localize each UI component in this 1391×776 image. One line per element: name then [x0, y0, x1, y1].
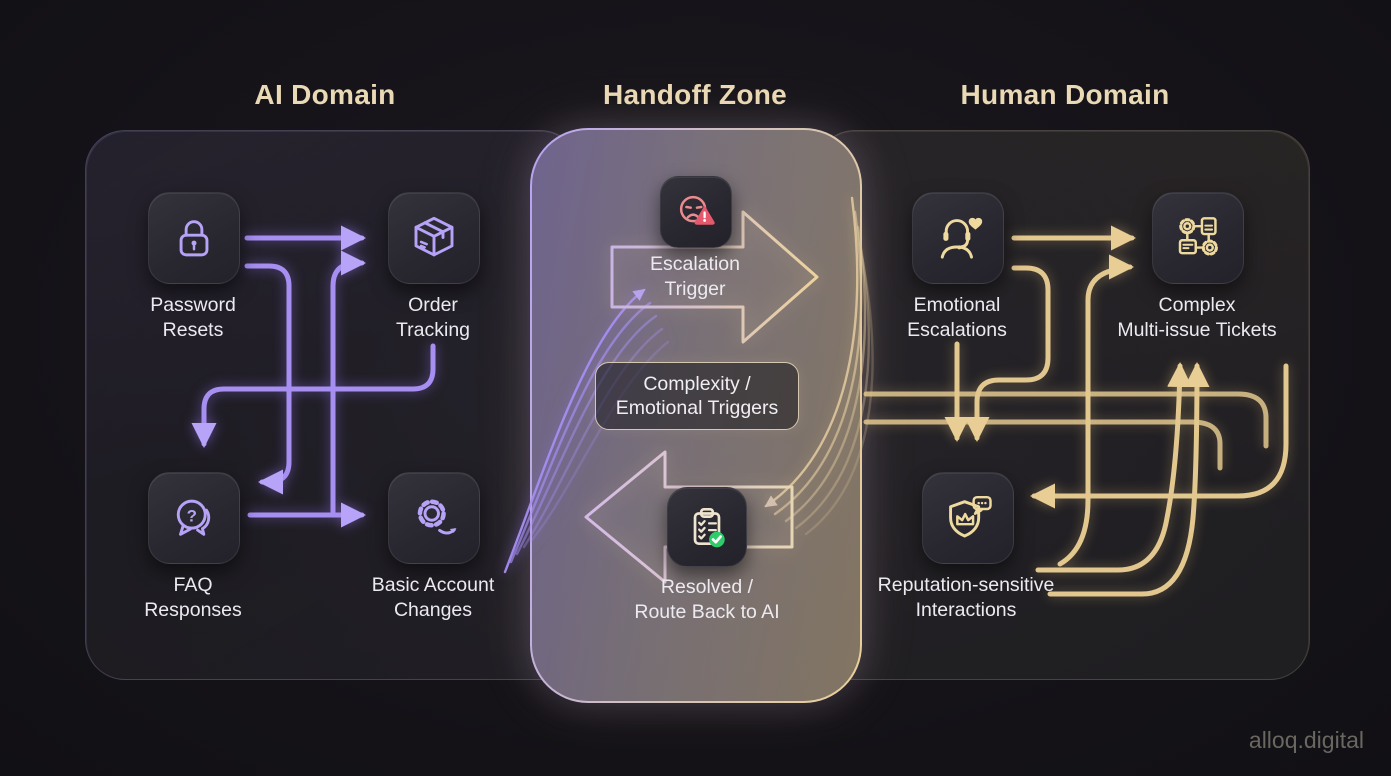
- complex-tickets-label: Complex Multi-issue Tickets: [1117, 294, 1277, 341]
- complexity-triggers-label: Complexity / Emotional Triggers: [615, 372, 779, 420]
- handoff-left-arrow: [584, 450, 794, 584]
- workflow-gears-doc-icon: [1178, 217, 1218, 256]
- resolved-node: [667, 487, 747, 567]
- handoff-escalation-fan: [503, 288, 670, 574]
- order-tracking-node: [388, 192, 480, 284]
- faq-responses-node: ?: [148, 472, 240, 564]
- ai-domain-title: AI Domain: [254, 79, 396, 110]
- gear-sync-icon: [417, 499, 457, 535]
- human-flow-arrows: [863, 225, 1289, 597]
- shield-crown-chat-icon: [949, 495, 992, 538]
- lock-icon: [179, 220, 209, 257]
- handoff-return-fan: [764, 196, 874, 536]
- password-resets-label: Password Resets: [150, 294, 236, 341]
- handoff-right-arrow: [610, 210, 819, 344]
- crown-icon: [956, 512, 975, 526]
- question-mark-glyph: ?: [187, 506, 197, 525]
- clipboard-check-icon: [693, 507, 725, 548]
- handoff-zone-title: Handoff Zone: [602, 79, 787, 110]
- emotional-escalations-node: [912, 192, 1004, 284]
- complexity-triggers-callout: Complexity / Emotional Triggers: [595, 362, 799, 430]
- watermark: alloq.digital: [1248, 727, 1364, 753]
- escalation-trigger-label: Escalation Trigger: [650, 253, 740, 300]
- chat-bubble-icon: [972, 495, 992, 511]
- package-icon: [414, 216, 454, 257]
- escalation-trigger-node: [660, 176, 732, 248]
- ai-flow-arrows: [191, 225, 436, 528]
- chat-question-icon: ?: [176, 499, 211, 536]
- resolved-label: Resolved / Route Back to AI: [634, 576, 780, 623]
- reputation-label: Reputation-sensitive Interactions: [877, 574, 1055, 621]
- reputation-node: [922, 472, 1014, 564]
- human-domain-title: Human Domain: [960, 79, 1170, 110]
- password-resets-node: [148, 192, 240, 284]
- sad-face-alert-icon: [679, 195, 715, 225]
- basic-account-changes-node: [388, 472, 480, 564]
- faq-responses-label: FAQ Responses: [144, 574, 242, 621]
- heart-icon: [968, 217, 983, 230]
- complex-tickets-node: [1152, 192, 1244, 284]
- order-tracking-label: Order Tracking: [395, 294, 471, 341]
- basic-account-changes-label: Basic Account Changes: [371, 574, 495, 621]
- headset-heart-icon: [940, 217, 983, 259]
- emotional-escalations-label: Emotional Escalations: [907, 294, 1007, 341]
